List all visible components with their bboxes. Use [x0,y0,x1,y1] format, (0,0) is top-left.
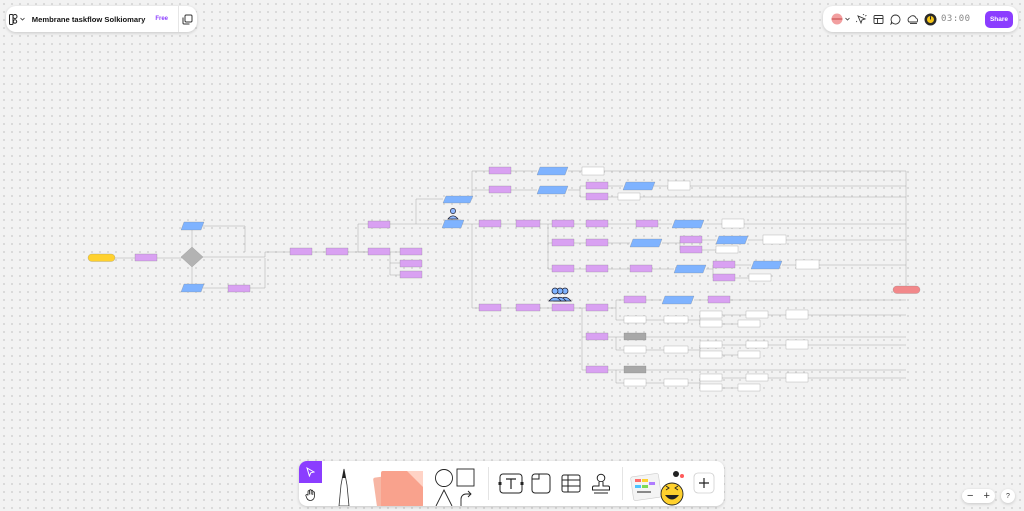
main-menu-button[interactable] [6,13,29,25]
hand-icon [305,489,315,501]
connector-lines [115,170,907,389]
stamp-button[interactable] [904,11,921,28]
section-icon [531,473,551,494]
flowchart-nodes[interactable] [87,166,921,392]
timer-readout: 03:00 [941,14,971,24]
divider [178,6,179,32]
stamp-tool[interactable] [587,461,615,506]
zoom-in-button[interactable]: + [983,490,990,502]
file-header-panel: Membrane taskflow Solkiomary Free [6,6,197,32]
avatar-menu-button[interactable] [827,13,853,25]
help-button[interactable]: ? [1001,489,1015,503]
file-title[interactable]: Membrane taskflow Solkiomary [31,14,146,24]
comment-button[interactable] [887,11,904,28]
pages-icon [182,14,193,24]
inactive-nodes [623,332,647,374]
marker-icon [338,468,350,506]
arrow-pointer-icon [306,467,315,477]
plus-icon [693,472,715,494]
text-icon [498,473,524,494]
shapes-tool[interactable] [431,461,479,506]
figjam-logo-icon [9,13,18,25]
comment-icon [890,14,901,25]
pages-button[interactable] [179,14,197,25]
present-button[interactable] [870,11,887,28]
table-tool[interactable] [557,461,585,506]
stickers-icon [630,471,684,506]
zoom-out-button[interactable]: − [967,490,974,502]
stickers-tool[interactable] [629,461,687,506]
bottom-toolbar [299,461,724,506]
start-terminal[interactable] [87,253,116,262]
divider [488,467,489,500]
move-tool[interactable] [299,461,322,483]
chevron-down-icon [844,17,850,21]
marker-tool[interactable] [329,461,359,506]
divider [622,467,623,500]
cursor-chat-button[interactable] [853,11,870,28]
note-nodes [581,166,820,392]
timer-icon [924,13,937,25]
decision-node[interactable] [180,246,204,268]
more-tools-button[interactable] [691,461,717,506]
text-tool[interactable] [497,461,525,506]
end-terminal[interactable] [892,285,921,294]
cursor-tools [299,461,322,506]
cursor-chat-icon [856,13,867,24]
shapes-icon [435,468,475,506]
process-nodes [134,166,736,374]
top-right-panel: 03:00 Share [823,6,1018,32]
hand-tool[interactable] [299,484,322,506]
avatar-icon [831,13,842,25]
chevron-down-icon [20,17,26,21]
stamp-icon [592,473,610,494]
sticky-note-icon [373,471,423,506]
zoom-controls: − + [962,489,995,503]
person-icon [447,208,459,220]
people-group-icon [548,287,572,302]
section-tool[interactable] [527,461,555,506]
data-nodes [180,166,783,305]
timer-widget[interactable]: 03:00 [924,13,971,26]
plan-badge[interactable]: Free [155,16,169,22]
table-icon [561,474,581,493]
share-button[interactable]: Share [985,10,1013,28]
stamp-icon [907,14,918,24]
sticky-note-tool[interactable] [369,461,429,506]
present-icon [873,14,884,24]
